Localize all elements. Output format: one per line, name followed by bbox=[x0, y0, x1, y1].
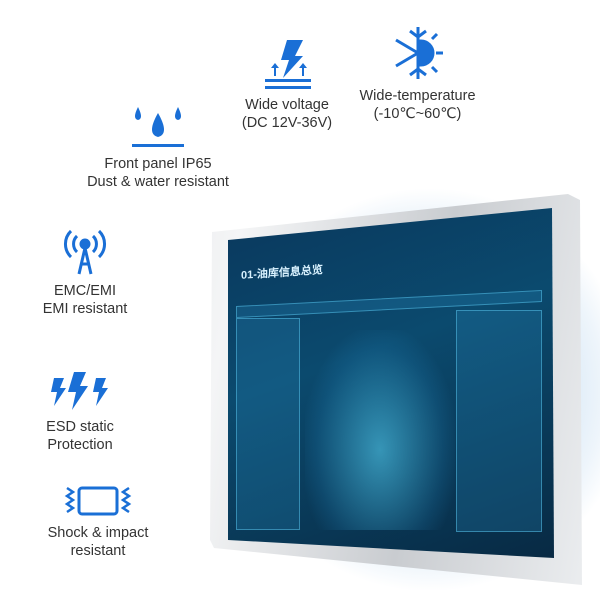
voltage-bolt-icon bbox=[265, 40, 311, 89]
feature-sublabel: Dust & water resistant bbox=[87, 174, 229, 190]
feature-shock: Shock & impact resistant bbox=[38, 484, 158, 560]
feature-ip65: Front panel IP65 Dust & water resistant bbox=[78, 105, 238, 191]
screen-right-panel bbox=[456, 310, 542, 532]
feature-sublabel: Protection bbox=[47, 437, 113, 453]
feature-sublabel: EMI resistant bbox=[42, 301, 128, 317]
feature-label: Front panel IP65 bbox=[104, 156, 212, 172]
lightning-static-icon bbox=[51, 372, 108, 410]
snow-sun-icon bbox=[394, 27, 443, 79]
feature-sublabel: (-10℃~60℃) bbox=[373, 106, 462, 122]
feature-sublabel: resistant bbox=[70, 543, 126, 559]
feature-label: EMC/EMI bbox=[53, 283, 117, 299]
feature-label: ESD static bbox=[46, 419, 114, 435]
screen-3d-plant bbox=[305, 330, 455, 530]
feature-voltage: Wide voltage (DC 12V-36V) bbox=[232, 38, 342, 132]
feature-label: Shock & impact bbox=[47, 525, 149, 541]
shock-icon bbox=[64, 486, 132, 516]
screen-left-panel bbox=[236, 318, 300, 530]
feature-temperature: Wide-temperature (-10℃~60℃) bbox=[345, 25, 490, 123]
feature-esd: ESD static Protection bbox=[30, 370, 130, 454]
water-drops-icon bbox=[132, 107, 184, 147]
feature-label: Wide-temperature bbox=[359, 88, 476, 104]
feature-emc: EMC/EMI EMI resistant bbox=[30, 228, 140, 318]
antenna-icon bbox=[64, 229, 106, 275]
feature-sublabel: (DC 12V-36V) bbox=[241, 115, 333, 131]
feature-label: Wide voltage bbox=[245, 97, 329, 113]
